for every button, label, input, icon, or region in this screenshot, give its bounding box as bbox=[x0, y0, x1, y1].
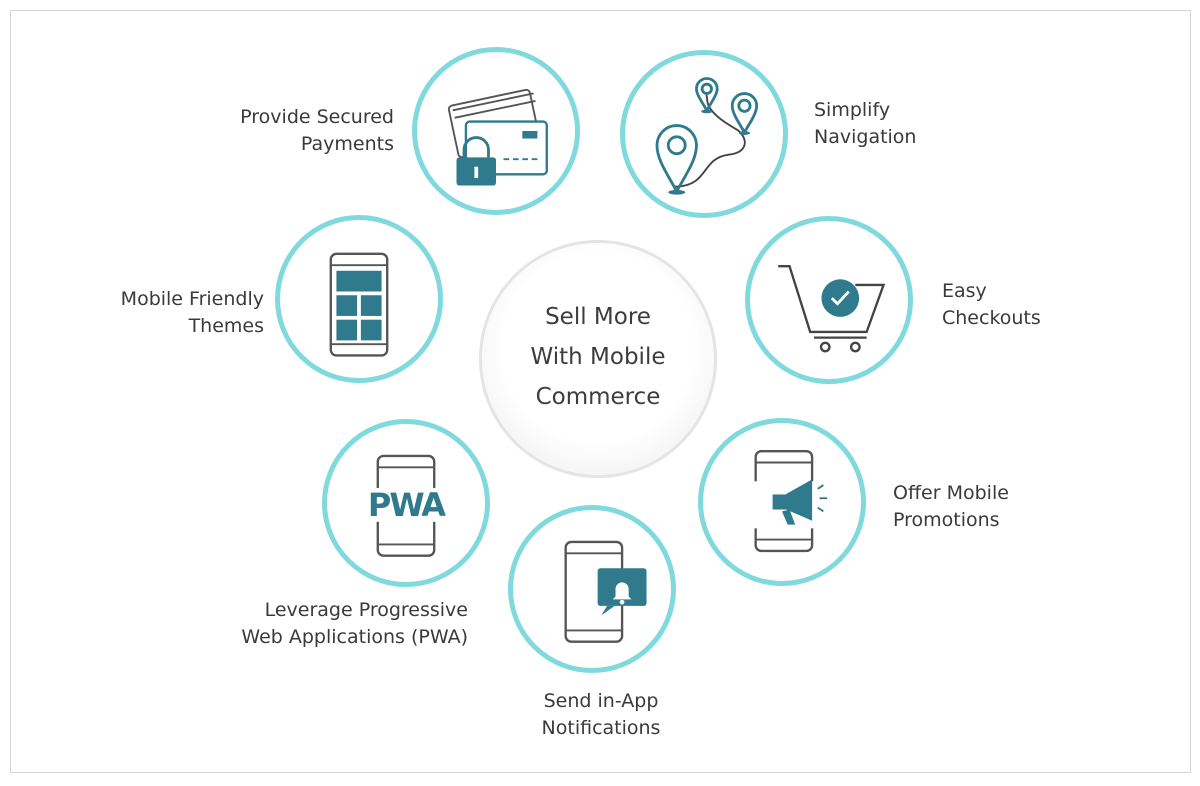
label-payments: Provide Secured Payments bbox=[240, 104, 394, 158]
center-title: Sell More With Mobile Commerce bbox=[482, 297, 714, 417]
label-checkouts-line-1: Easy bbox=[942, 280, 987, 302]
center-hub: Sell More With Mobile Commerce bbox=[482, 243, 714, 475]
center-title-line-3: Commerce bbox=[535, 384, 661, 410]
credit-card-lock-icon bbox=[447, 88, 548, 186]
label-themes-line-1: Mobile Friendly bbox=[120, 288, 264, 310]
label-payments-line-2: Payments bbox=[300, 133, 394, 155]
pwa-icon-text: PWA bbox=[368, 486, 446, 524]
feature-circle-notifications bbox=[508, 505, 676, 673]
label-themes: Mobile Friendly Themes bbox=[121, 286, 264, 340]
label-pwa-line-2: Web Applications (PWA) bbox=[241, 626, 468, 648]
mobile-grid-icon bbox=[329, 252, 389, 357]
label-pwa-line-1: Leverage Progressive bbox=[264, 599, 468, 621]
label-navigation-line-2: Navigation bbox=[814, 126, 917, 148]
label-navigation-line-1: Simplify bbox=[814, 99, 891, 121]
label-notifications-line-2: Notifications bbox=[541, 717, 661, 739]
feature-circle-pwa: PWA bbox=[322, 419, 490, 587]
label-checkouts: Easy Checkouts bbox=[942, 278, 1041, 332]
diagram-frame bbox=[10, 10, 1191, 773]
label-checkouts-line-2: Checkouts bbox=[942, 307, 1041, 329]
label-navigation: Simplify Navigation bbox=[814, 97, 916, 151]
center-title-line-1: Sell More bbox=[545, 304, 651, 330]
bell-phone-icon bbox=[564, 540, 647, 643]
feature-circle-promotions bbox=[698, 418, 866, 586]
feature-circle-checkouts bbox=[745, 216, 913, 384]
label-pwa: Leverage Progressive Web Applications (P… bbox=[241, 597, 468, 651]
cart-check-icon bbox=[778, 264, 886, 353]
feature-circle-navigation bbox=[620, 50, 788, 218]
label-payments-line-1: Provide Secured bbox=[240, 106, 394, 128]
label-notifications: Send in-App Notifications bbox=[501, 688, 701, 742]
feature-circle-payments bbox=[412, 47, 580, 215]
label-notifications-line-1: Send in-App bbox=[543, 690, 659, 712]
label-promotions-line-1: Offer Mobile bbox=[893, 482, 1009, 504]
pwa-phone-icon: PWA bbox=[364, 454, 448, 557]
label-promotions-line-2: Promotions bbox=[893, 509, 1000, 531]
megaphone-phone-icon bbox=[746, 450, 828, 553]
map-pins-route-icon bbox=[655, 77, 759, 195]
feature-circle-themes bbox=[275, 215, 443, 383]
label-themes-line-2: Themes bbox=[188, 315, 264, 337]
center-title-line-2: With Mobile bbox=[530, 344, 666, 370]
label-promotions: Offer Mobile Promotions bbox=[893, 480, 1009, 534]
